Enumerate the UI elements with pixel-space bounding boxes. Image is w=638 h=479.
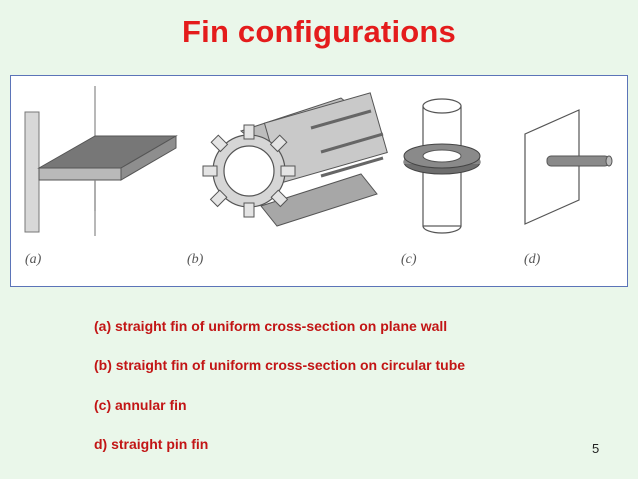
description-d: d) straight pin fin [94, 436, 209, 452]
description-b: (b) straight fin of uniform cross-sectio… [94, 357, 466, 373]
fin-figure-panel: (a) (b) (c) (d) [10, 75, 628, 287]
straight-fin-plane-wall-drawing [24, 86, 178, 236]
slide-title: Fin configurations [182, 14, 456, 49]
pin-fin-drawing [524, 109, 613, 225]
description-c: (c) annular fin [94, 397, 187, 413]
caption-a: (a) [25, 252, 42, 267]
fin-illustrations [24, 86, 613, 236]
caption-c: (c) [401, 252, 417, 267]
annular-fin-drawing [403, 98, 481, 234]
caption-d: (d) [524, 252, 541, 267]
straight-fin-circular-tube-drawing [202, 92, 388, 227]
caption-b: (b) [187, 252, 204, 267]
page-number: 5 [592, 441, 600, 456]
description-a: (a) straight fin of uniform cross-sectio… [94, 318, 448, 334]
